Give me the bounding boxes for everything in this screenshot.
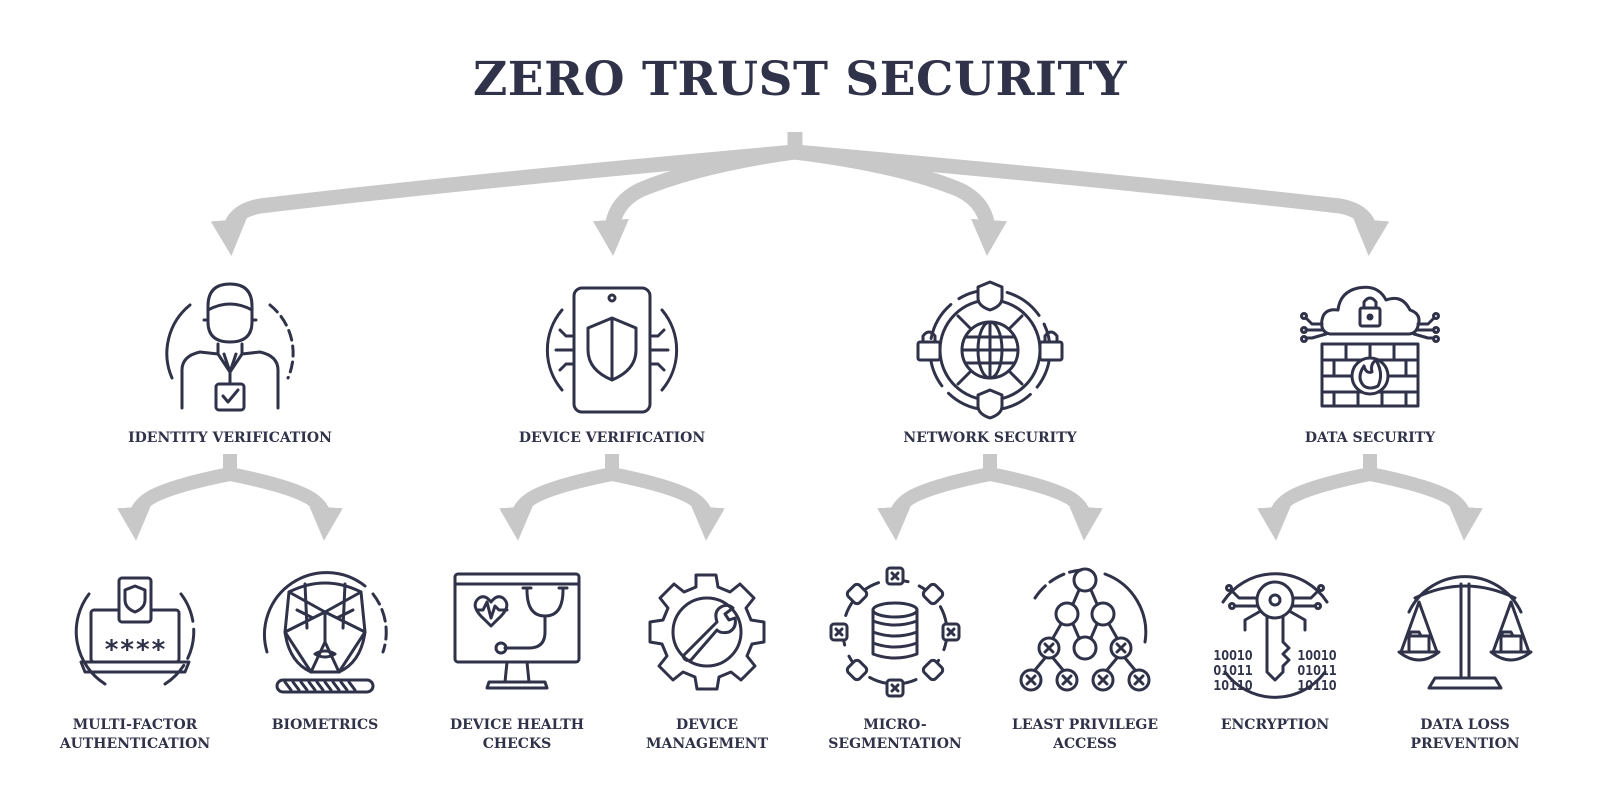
arrow-to-device [592,144,797,256]
sub-label-line: BIOMETRICS [271,717,379,733]
sub-label-data-loss-prevention: DATA LOSS PREVENTION [1355,716,1575,754]
cloud-lock-firewall-icon [1300,285,1440,408]
binary-left-3: 1O11O [1213,679,1252,694]
top-arrows [210,132,1390,256]
sub-label-device-management: DEVICE MANAGEMENT [597,716,817,754]
sub-label-least-privilege: LEAST PRIVILEGE ACCESS [975,716,1195,754]
sub-label-line: DEVICE [675,717,739,733]
laptop-shield-password-icon [74,576,196,686]
arrow-to-data [794,144,1390,256]
sub-label-device-health: DEVICE HEALTH CHECKS [407,716,627,754]
binary-right-1: 1OO1O [1297,649,1336,664]
identity-branch-arrows [117,454,343,541]
binary-left-1: 1OO1O [1213,649,1252,664]
globe-locks-icon [916,280,1064,420]
database-nodes-icon [829,566,961,698]
sub-label-line: DEVICE HEALTH [449,717,585,733]
page-title: ZERO TRUST SECURITY [472,52,1128,107]
sub-label-line: LEAST PRIVILEGE [1011,717,1159,733]
person-badge-icon [165,282,295,412]
binary-right-2: O1O11 [1297,664,1336,679]
arrow-to-identity [210,144,796,256]
sub-label-encryption: ENCRYPTION [1165,716,1385,735]
sub-label-line: MULTI-FACTOR [72,717,198,733]
sub-label-line: AUTHENTICATION [59,736,211,752]
data-branch-arrows [1257,454,1483,541]
category-label-device: DEVICE VERIFICATION [518,430,706,446]
binary-left: 1OO1O O1O11 1O11O [1213,649,1252,694]
monitor-stethoscope-icon [453,572,581,690]
sub-label-line: DATA LOSS [1420,717,1510,733]
sub-label-line: SEGMENTATION [828,736,962,752]
sub-label-mfa: MULTI-FACTOR AUTHENTICATION [25,716,245,754]
category-label-network: NETWORK SECURITY [903,430,1077,446]
sub-label-line: MICRO- [863,717,927,733]
category-label-data: DATA SECURITY [1304,430,1436,446]
sub-label-line: PREVENTION [1410,736,1520,752]
category-label-identity: IDENTITY VERIFICATION [128,430,332,446]
device-branch-arrows [499,454,725,541]
network-branch-arrows [877,454,1103,541]
binary-right: 1OO1O O1O11 1O11O [1297,649,1336,694]
phone-shield-icon [545,286,679,414]
sub-label-line: CHECKS [482,736,552,752]
sub-label-line: ENCRYPTION [1220,717,1330,733]
sub-label-biometrics: BIOMETRICS [215,716,435,735]
binary-right-3: 1O11O [1297,679,1336,694]
balance-scale-icon [1397,575,1533,690]
face-scan-icon [263,571,388,694]
sub-arrows [117,454,1483,541]
access-tree-icon [1019,567,1151,692]
gear-wrench-icon [648,573,766,691]
sub-label-line: MANAGEMENT [645,736,769,752]
binary-left-2: O1O11 [1213,664,1252,679]
sub-label-micro-segmentation: MICRO- SEGMENTATION [785,716,1005,754]
sub-label-line: ACCESS [1053,736,1117,752]
key-binary-icon [1221,572,1329,699]
password-mask: **** [104,635,167,665]
